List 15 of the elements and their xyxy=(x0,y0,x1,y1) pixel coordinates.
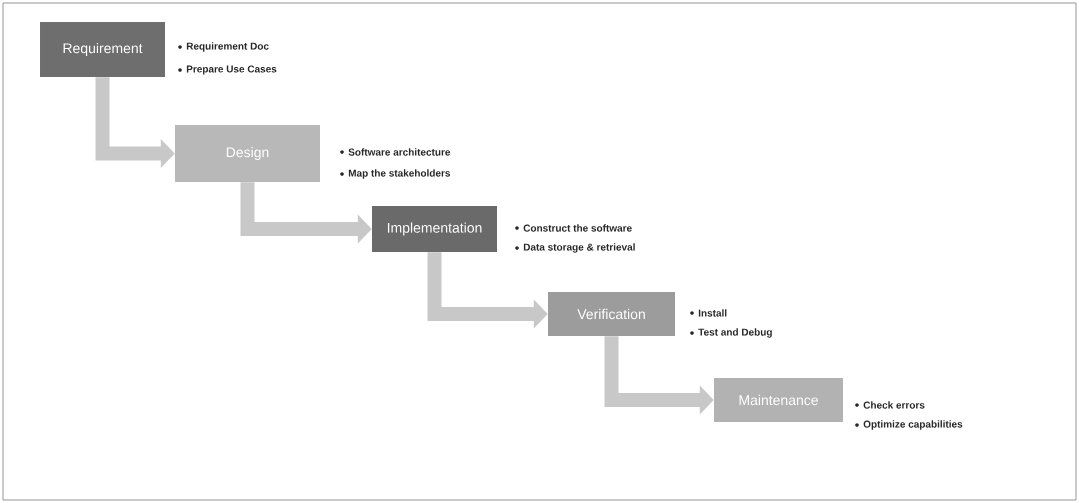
process-box: Design xyxy=(175,125,320,182)
process-box: Requirement xyxy=(40,22,165,77)
bullet-item: Construct the software xyxy=(523,224,632,232)
bullet-item: Software architecture xyxy=(348,148,451,156)
process-box: Implementation xyxy=(372,206,497,252)
process-box: Verification xyxy=(548,292,675,336)
process-box: Maintenance xyxy=(714,378,843,422)
bullet-item: Optimize capabilities xyxy=(863,420,963,430)
bullet-item: Test and Debug xyxy=(698,328,772,338)
bullet-item: Data storage & retrieval xyxy=(523,243,635,253)
bullet-item: Install xyxy=(698,309,727,317)
bullet-item: Prepare Use Cases xyxy=(186,65,277,75)
bullet-item: Requirement Doc xyxy=(186,42,269,52)
bullet-item: Map the stakeholders xyxy=(348,169,451,179)
bullet-item: Check errors xyxy=(863,401,925,409)
